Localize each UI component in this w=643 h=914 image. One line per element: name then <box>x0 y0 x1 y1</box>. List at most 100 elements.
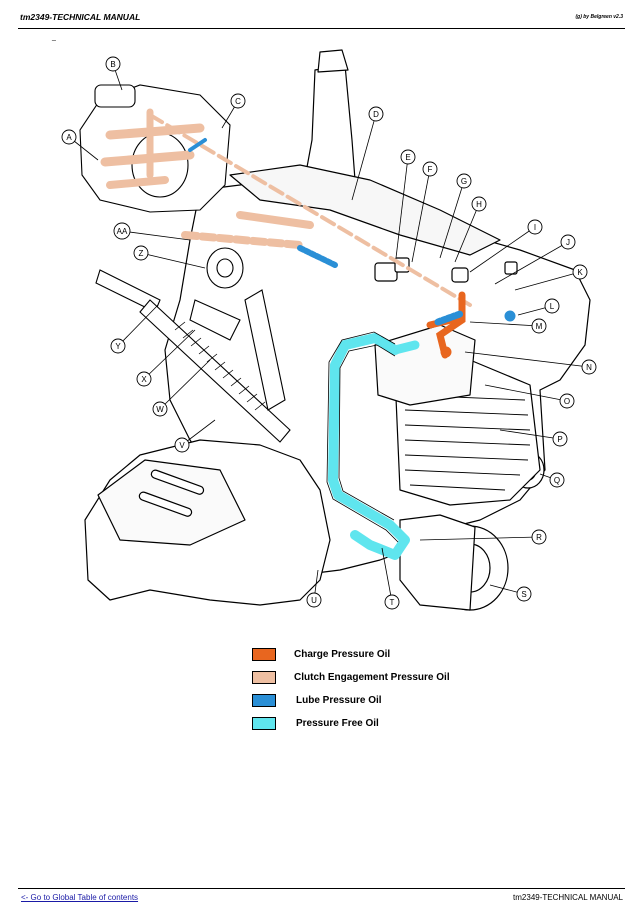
callout-leader-line <box>140 252 206 269</box>
callout-leader-line <box>454 203 480 263</box>
callout-letter: A <box>66 133 72 142</box>
transmission-housing <box>84 49 591 611</box>
callout-letter: B <box>110 60 115 69</box>
legend-swatch <box>252 717 276 730</box>
callout-leader-line <box>464 351 590 368</box>
callout-letter: V <box>179 441 185 450</box>
callout-circle <box>306 592 322 608</box>
callout-circle <box>544 298 560 314</box>
callout-letter: I <box>534 223 536 232</box>
callout-leader-line <box>143 329 196 380</box>
callout-leader-line <box>395 156 409 259</box>
callout-circle <box>400 149 416 165</box>
callout-leader-line <box>494 241 569 285</box>
legend-label: Clutch Engagement Pressure Oil <box>294 672 450 683</box>
callout-letter: R <box>536 533 542 542</box>
callout-letter: D <box>373 110 379 119</box>
callout-leader-line <box>411 168 431 263</box>
callout-leader-line <box>381 547 393 603</box>
callout-circle <box>384 594 400 610</box>
callout-leader-line <box>484 384 568 402</box>
callout-letter: H <box>476 200 482 209</box>
callout-circle <box>61 129 77 145</box>
callout-leader-line <box>469 321 540 327</box>
legend-item-clutch: Clutch Engagement Pressure Oil <box>252 669 482 692</box>
callout-leader-line <box>469 226 536 273</box>
legend-item-charge: Charge Pressure Oil <box>252 646 482 669</box>
callout-letter: Q <box>554 476 560 485</box>
transmission-hydraulic-diagram: A B C D E F G H I J K L M N O P Q R S T U V W X Y Z AA <box>61 49 597 611</box>
callout-circle <box>527 219 543 235</box>
page-header: tm2349-TECHNICAL MANUAL (g) by Belgreen … <box>18 10 625 29</box>
pressure-free-oil-passages <box>328 333 420 560</box>
callout-leader-line <box>419 536 540 541</box>
callout-letter: N <box>586 363 592 372</box>
callout-letter: U <box>311 596 317 605</box>
callout-letter: K <box>577 268 583 277</box>
callout-letter: F <box>428 165 433 174</box>
callout-letter: C <box>235 97 241 106</box>
global-toc-link[interactable]: <- Go to Global Table of contents <box>21 893 139 902</box>
callout-circle <box>549 472 565 488</box>
callout-letter: X <box>141 375 147 384</box>
callout-circle <box>368 106 384 122</box>
callout-letter: E <box>405 153 410 162</box>
manual-title: tm2349-TECHNICAL MANUAL <box>20 12 141 22</box>
callout-letter: AA <box>117 227 128 236</box>
callout-letter: Y <box>115 342 121 351</box>
stray-mark: _ <box>52 34 56 41</box>
legend-item-free: Pressure Free Oil <box>252 715 482 738</box>
page-footer: <- Go to Global Table of contents tm2349… <box>18 888 625 905</box>
callout-leader-line <box>351 113 377 201</box>
publisher-credit: (g) by Belgreen v2.3 <box>575 14 623 20</box>
callout-leader-line <box>117 304 159 347</box>
callout-letter: O <box>564 397 570 406</box>
callout-leader-line <box>121 230 191 241</box>
callout-letter: W <box>156 405 164 414</box>
callout-circle <box>105 56 121 72</box>
callout-leader-line <box>499 429 561 440</box>
legend-swatch <box>252 694 276 707</box>
legend-label: Pressure Free Oil <box>296 718 379 729</box>
callout-circle <box>133 245 149 261</box>
callout-circle <box>560 234 576 250</box>
legend-item-lube: Lube Pressure Oil <box>252 692 482 715</box>
callout-circle <box>581 359 597 375</box>
control-linkage <box>95 247 291 443</box>
callout-letter: T <box>390 598 395 607</box>
callout-circle <box>174 437 190 453</box>
footer-title: tm2349-TECHNICAL MANUAL <box>513 893 623 902</box>
callout-leader-line <box>159 359 211 410</box>
callout-letter: S <box>521 590 526 599</box>
callout-letter: M <box>536 322 543 331</box>
callout-circle <box>456 173 472 189</box>
callout-circle <box>531 318 547 334</box>
callout-circle <box>136 371 152 387</box>
callout-letter: L <box>550 302 555 311</box>
callout-circle <box>516 586 532 602</box>
callout-circle <box>422 161 438 177</box>
callout-letter: Z <box>139 249 144 258</box>
callout-circle <box>552 431 568 447</box>
legend-label: Lube Pressure Oil <box>296 695 382 706</box>
callout-circle <box>572 264 588 280</box>
legend-swatch <box>252 671 276 684</box>
callout-circle <box>152 401 168 417</box>
callout-circle <box>471 196 487 212</box>
legend-label: Charge Pressure Oil <box>294 649 391 660</box>
callout-letter: P <box>557 435 562 444</box>
callout-circle <box>559 393 575 409</box>
callout-circle <box>110 338 126 354</box>
callout-labels: A B C D E F G H I J K L M N O P Q R S T U V W X Y Z AA <box>61 56 597 610</box>
callout-leader-line <box>514 271 581 291</box>
lube-pressure-oil-passages <box>188 138 516 326</box>
callout-leader-line <box>439 180 465 259</box>
callout-circle <box>113 222 131 240</box>
callout-circle <box>531 529 547 545</box>
legend-swatch <box>252 648 276 661</box>
oil-type-legend: Charge Pressure Oil Clutch Engagement Pr… <box>252 646 482 738</box>
callout-letter: J <box>566 238 570 247</box>
callout-letter: G <box>461 177 467 186</box>
clutch-engagement-oil-passages <box>100 108 472 307</box>
callout-circle <box>230 93 246 109</box>
